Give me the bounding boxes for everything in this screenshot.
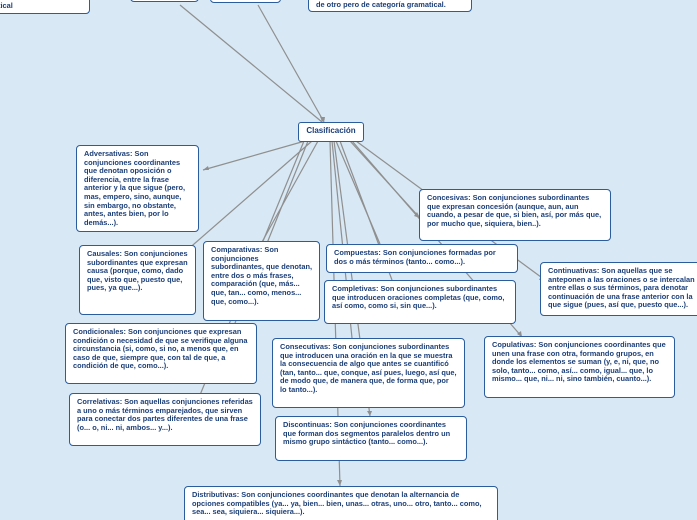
node-condicionales[interactable]: Condicionales: Son conjunciones que expr… [65, 323, 257, 384]
node-copulativas-text: Copulativas: Son conjunciones coordinant… [492, 340, 666, 384]
node-top-left-text: tical [0, 1, 13, 10]
node-top-left-partial[interactable]: tical [0, 0, 90, 14]
node-comparativas-text: Comparativas: Son conjunciones subordina… [211, 245, 313, 306]
node-consecutivas[interactable]: Consecutivas: Son conjunciones subordina… [272, 338, 465, 408]
node-continuativas[interactable]: Continuativas: Son aquellas que se antep… [540, 262, 697, 316]
arrow-top-mid [320, 117, 325, 122]
node-correlativas-text: Correlativas: Son aquellas conjunciones … [77, 397, 253, 432]
link-top-mid [257, 4, 325, 123]
link-compuestas [335, 140, 381, 245]
node-completivas[interactable]: Completivas: Son conjunciones subordinan… [324, 280, 516, 324]
link-adversativas [202, 140, 306, 171]
arrow-copulativas [517, 331, 522, 337]
link-comparativas [261, 140, 319, 243]
node-causales[interactable]: Causales: Son conjunciones subordinantes… [79, 245, 196, 315]
node-compuestas[interactable]: Compuestas: Son conjunciones formadas po… [326, 244, 518, 273]
node-distributivas-text: Distributivas: Son conjunciones coordina… [192, 490, 482, 517]
arrow-distributivas [337, 480, 342, 486]
center-node-label: Clasificación [306, 126, 356, 135]
node-condicionales-text: Condicionales: Son conjunciones que expr… [73, 327, 248, 371]
link-causales [177, 140, 313, 259]
node-consecutivas-text: Consecutivas: Son conjunciones subordina… [280, 342, 457, 394]
center-node-clasificacion[interactable]: Clasificación [298, 122, 364, 142]
node-top-small-1[interactable] [130, 0, 199, 2]
node-distributivas[interactable]: Distributivas: Son conjunciones coordina… [184, 486, 498, 520]
arrow-concesivas [414, 212, 420, 218]
node-comparativas[interactable]: Comparativas: Son conjunciones subordina… [203, 241, 320, 321]
link-top-left [179, 4, 323, 123]
node-concesivas-text: Concesivas: Son conjunciones subordinant… [427, 193, 602, 228]
node-adversativas[interactable]: Adversativas: Son conjunciones coordinan… [76, 145, 199, 232]
node-concesivas[interactable]: Concesivas: Son conjunciones subordinant… [419, 189, 611, 241]
node-compuestas-text: Compuestas: Son conjunciones formadas po… [334, 248, 496, 266]
node-adversativas-text: Adversativas: Son conjunciones coordinan… [84, 149, 186, 227]
arrow-discontinuas [367, 411, 372, 416]
node-copulativas[interactable]: Copulativas: Son conjunciones coordinant… [484, 336, 675, 398]
node-top-small-2[interactable] [210, 0, 281, 3]
node-discontinuas-text: Discontinuas: Son conjunciones coordinan… [283, 420, 451, 447]
node-continuativas-text: Continuativas: Son aquellas que se antep… [548, 266, 695, 310]
node-causales-text: Causales: Son conjunciones subordinantes… [87, 249, 188, 293]
node-discontinuas[interactable]: Discontinuas: Son conjunciones coordinan… [275, 416, 467, 461]
node-top-right-text: de otro pero de categoría gramatical. [316, 0, 446, 9]
node-top-right-partial[interactable]: de otro pero de categoría gramatical. [308, 0, 472, 12]
arrow-adversativas [203, 166, 209, 170]
node-correlativas[interactable]: Correlativas: Son aquellas conjunciones … [69, 393, 261, 446]
node-completivas-text: Completivas: Son conjunciones subordinan… [332, 284, 505, 311]
